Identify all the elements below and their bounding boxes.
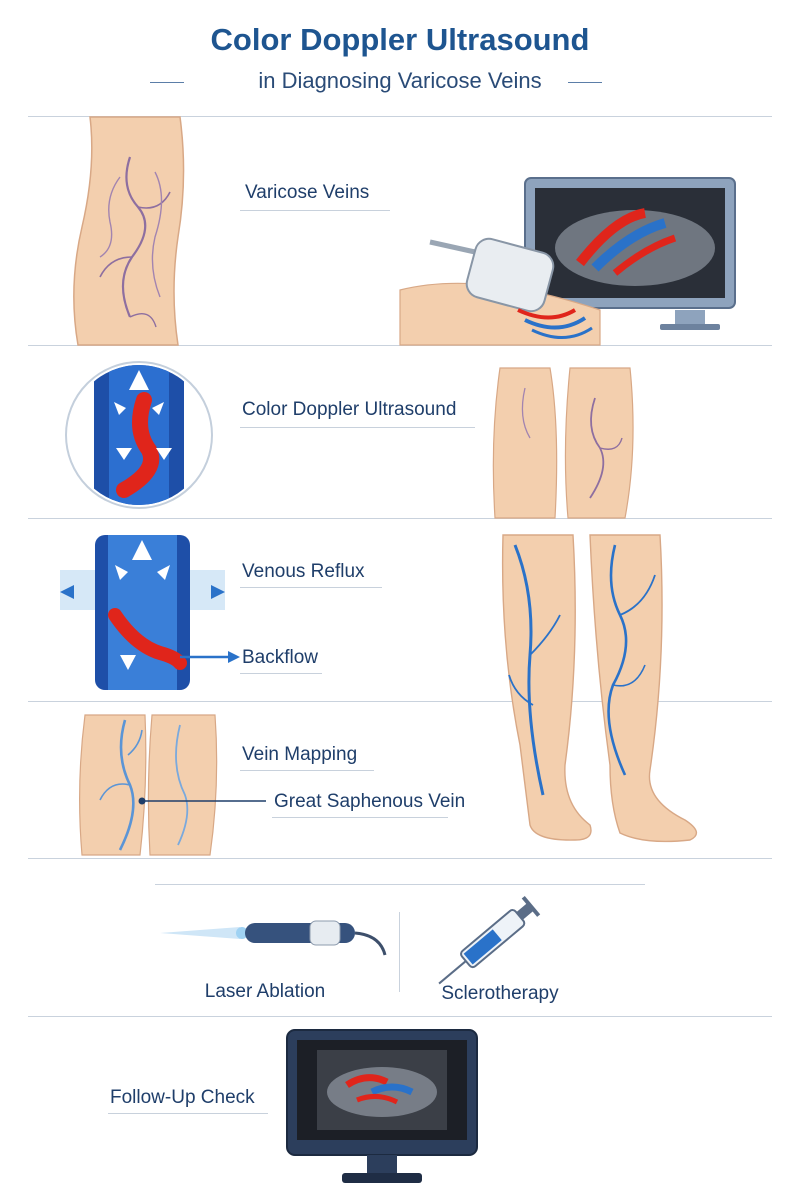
varicose-veins-underline: [240, 210, 390, 211]
color-doppler-label: Color Doppler Ultrasound: [242, 399, 457, 420]
treatment-separator: [399, 912, 400, 992]
ultrasound-probe-icon: [399, 237, 601, 346]
sclerotherapy-label: Sclerotherapy: [441, 983, 559, 1004]
divider-4: [28, 701, 772, 702]
great-saphenous-vein-underline: [272, 817, 448, 818]
follow-up-check-label: Follow-Up Check: [110, 1087, 255, 1108]
ultrasound-monitor-icon: [524, 177, 736, 330]
backflow-underline: [240, 673, 322, 674]
laser-device-icon: [160, 920, 387, 956]
backflow-arrow-icon: [180, 651, 240, 663]
vein-mapping-label: Vein Mapping: [242, 744, 358, 765]
divider-7: [28, 1016, 772, 1017]
syringe-icon: [438, 895, 541, 985]
varicose-leg-illustration: [73, 116, 185, 346]
follow-up-check-underline: [108, 1113, 268, 1114]
monitor-icon: [286, 1029, 478, 1183]
subtitle-rule-right: [568, 82, 602, 83]
venous-reflux-underline: [240, 587, 382, 588]
subtitle-rule-left: [150, 82, 184, 83]
vein-mapping-leg-illustration: [79, 714, 218, 856]
page-subtitle: in Diagnosing Varicose Veins: [258, 68, 542, 93]
legs-varicose-illustration: [492, 367, 634, 519]
crescent-icon: [257, 788, 269, 812]
divider-5: [28, 858, 772, 859]
venous-reflux-label: Venous Reflux: [242, 561, 365, 582]
venous-reflux-illustration: [60, 535, 225, 690]
vein-doppler-circle-illustration: [65, 361, 213, 509]
page-title: Color Doppler Ultrasound: [210, 22, 590, 57]
divider-1: [28, 116, 772, 117]
vein-mapping-underline: [240, 770, 374, 771]
divider-6: [155, 884, 645, 885]
color-doppler-underline: [240, 427, 475, 428]
varicose-veins-label: Varicose Veins: [245, 182, 370, 203]
divider-3: [28, 518, 772, 519]
great-saphenous-vein-label: Great Saphenous Vein: [274, 791, 466, 812]
laser-ablation-label: Laser Ablation: [204, 981, 326, 1002]
backflow-label: Backflow: [242, 647, 319, 668]
legs-vein-mapping-illustration: [501, 534, 698, 843]
pointer-line-icon: [138, 797, 266, 805]
